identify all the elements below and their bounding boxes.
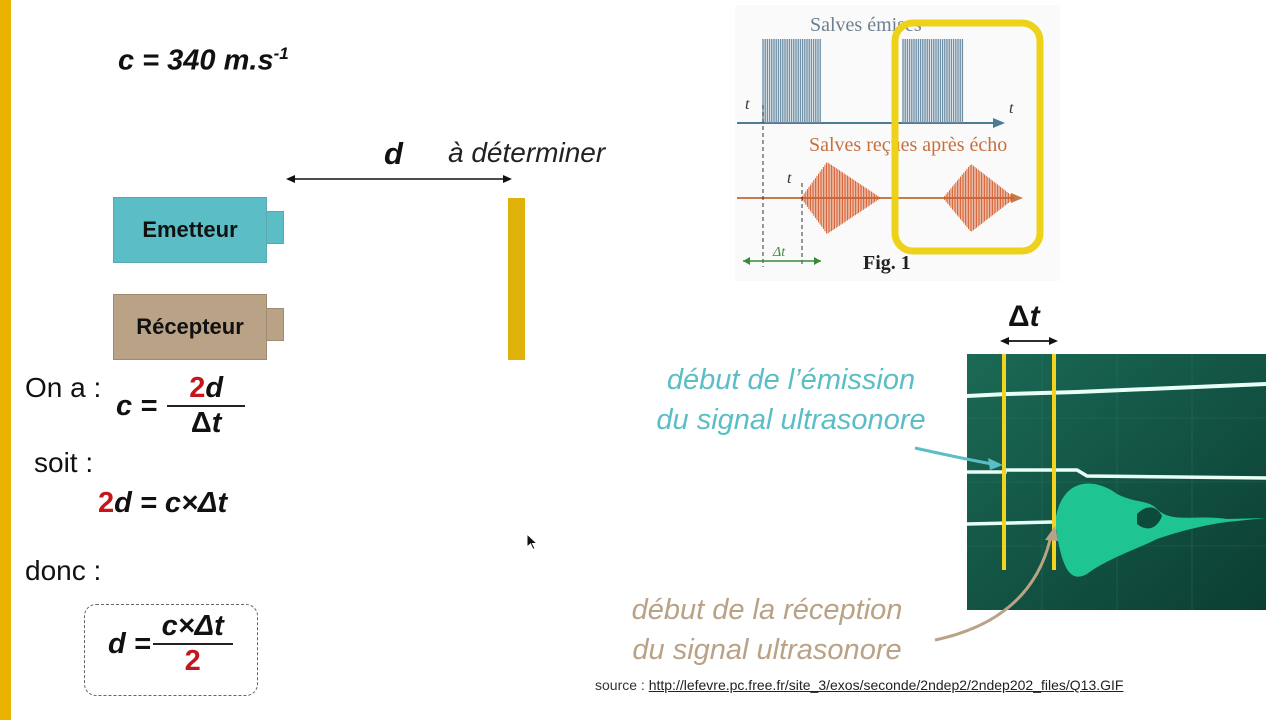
receiver-label: Récepteur [136, 314, 244, 339]
equation-speed: c = 2d Δt [116, 372, 246, 441]
fig1-t-axis: t [1009, 100, 1014, 117]
receiver-box: Récepteur [113, 294, 267, 360]
emitter-label: Emetteur [142, 217, 238, 242]
source-line: source : http://lefevre.pc.free.fr/site_… [595, 677, 1124, 693]
distance-arrow [286, 175, 512, 183]
equation-result: d = c×Δt 2 [108, 610, 233, 679]
source-link[interactable]: http://lefevre.pc.free.fr/site_3/exos/se… [648, 677, 1124, 693]
oscilloscope-image [967, 354, 1266, 610]
emitter-box: Emetteur [113, 197, 267, 263]
fig1-t1: t [745, 96, 750, 113]
fig1-caption: Fig. 1 [863, 252, 911, 274]
fig1-recv-label: Salves reçues après écho [809, 134, 1007, 156]
result-frame [84, 604, 258, 696]
equation-distance-product: 2d = c×Δt [98, 487, 228, 519]
left-accent-bar [0, 0, 11, 720]
figure-salvos: Salves émises Salves reçues après écho t… [735, 5, 1060, 281]
emitter-transducer [266, 211, 284, 244]
fig1-emit-label: Salves émises [810, 14, 922, 36]
delta-t-arrow [1000, 337, 1058, 345]
mouse-cursor-icon [526, 533, 538, 551]
distance-caption: à déterminer [448, 137, 606, 168]
reception-start-annotation: début de la réception du signal ultrason… [631, 594, 903, 667]
reflecting-wall [508, 198, 525, 360]
delta-t-label: Δt [1008, 300, 1040, 333]
receiver-transducer [266, 308, 284, 341]
fig1-dt: Δt [772, 245, 786, 260]
intro-on-a: On a : [25, 372, 102, 403]
intro-soit: soit : [34, 447, 94, 478]
emission-start-annotation: début de l’émission du signal ultrasonor… [656, 364, 926, 437]
speed-of-sound: c = 340 m.s-1 [118, 44, 289, 77]
fig1-t2: t [787, 170, 792, 187]
intro-donc: donc : [25, 555, 102, 586]
distance-symbol: d [384, 136, 403, 171]
